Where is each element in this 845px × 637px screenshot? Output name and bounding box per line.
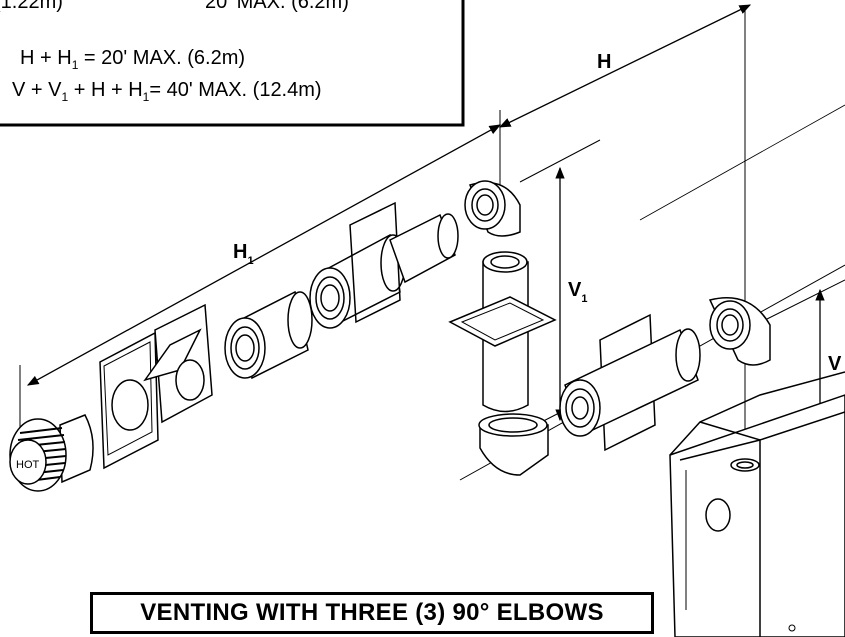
elbow-top — [464, 180, 521, 237]
dimension-h1 — [26, 124, 502, 386]
spec-line1-right: 20' MAX. (6.2m) — [205, 0, 349, 13]
label-h1: H1 — [233, 241, 254, 267]
spec-eq-h: H + H1 = 20' MAX. (6.2m) — [20, 47, 245, 72]
spec-eq-total: V + V1 + H + H1= 40' MAX. (12.4m) — [12, 79, 322, 104]
wall-thimble — [143, 303, 213, 424]
label-v: V — [828, 353, 842, 375]
vertical-pipe — [448, 251, 557, 413]
vent-pipe-1 — [224, 290, 313, 380]
appliance-stove — [669, 371, 845, 637]
label-h: H — [597, 51, 611, 73]
spec-box: (1.22m) 20' MAX. (6.2m) H + H1 = 20' MAX… — [0, 0, 465, 127]
elbow-bottom — [478, 413, 549, 476]
elbow-right — [708, 297, 771, 366]
vent-pipe-3 — [559, 313, 701, 452]
spec-line1-left: (1.22m) — [0, 0, 63, 13]
hot-label: HOT — [16, 459, 40, 471]
wall-plate-2 — [349, 201, 459, 324]
termination-cap: HOT — [9, 414, 94, 492]
diagram-caption: VENTING WITH THREE (3) 90° ELBOWS — [90, 592, 654, 634]
dimension-h — [498, 4, 752, 128]
vent-pipe-2 — [309, 233, 406, 329]
label-v1: V1 — [568, 279, 587, 305]
wall-plate — [99, 331, 159, 470]
